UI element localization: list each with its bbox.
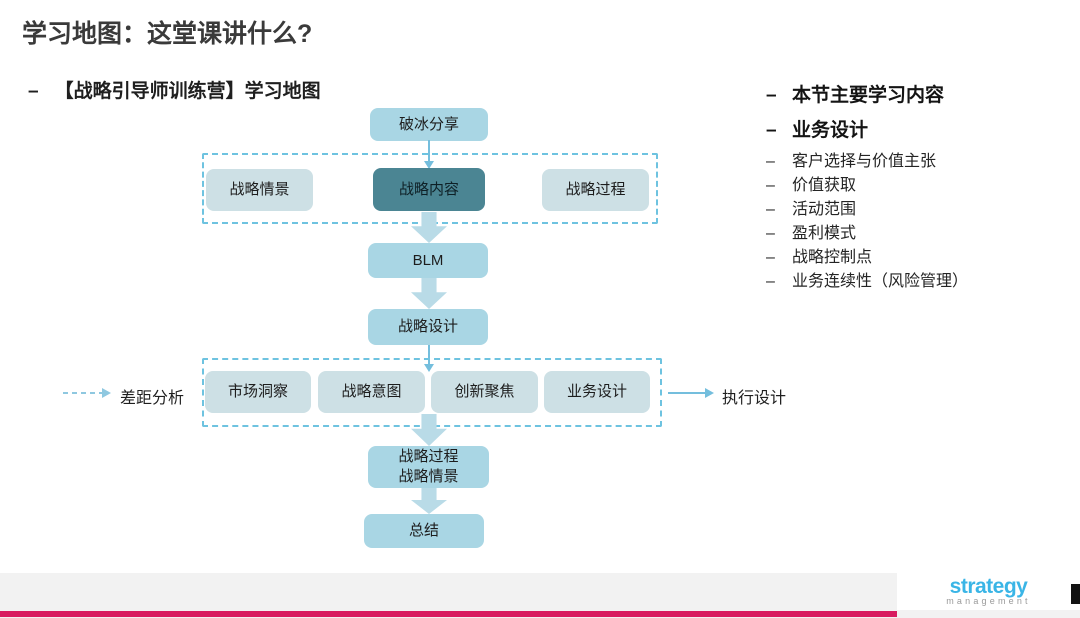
list-item-text: 活动范围 <box>792 201 857 218</box>
block-arrow-down-icon <box>411 488 447 514</box>
flow-node-process-scene: 战略过程 战略情景 <box>368 446 489 488</box>
flow-node-strategy-scene: 战略情景 <box>206 169 313 211</box>
list-item: – 客户选择与价值主张 <box>766 153 1066 170</box>
flow-node-strategy-intent: 战略意图 <box>318 371 425 413</box>
list-item-text: 业务设计 <box>792 120 869 141</box>
flow-node-market-insight: 市场洞察 <box>205 371 311 413</box>
logo-text-secondary: management <box>946 596 1031 606</box>
bullet-dash: – <box>766 177 775 194</box>
arrow-right-icon <box>668 388 714 398</box>
list-item: – 盈利模式 <box>766 225 1066 242</box>
bullet-dash: – <box>766 225 775 242</box>
flow-node-business-design: 业务设计 <box>544 371 650 413</box>
intro-dash: – <box>28 81 39 102</box>
block-arrow-down-icon <box>411 278 447 309</box>
screen-edge-artifact <box>1071 584 1080 604</box>
list-item-text: 盈利模式 <box>792 225 857 242</box>
flow-node-blm: BLM <box>368 243 488 278</box>
list-item: – 业务设计 <box>766 115 1066 142</box>
arrow-down-icon <box>424 345 434 372</box>
bullet-dash: – <box>766 153 775 170</box>
dotted-arrow-right-icon <box>63 388 111 398</box>
process-line-1: 战略过程 <box>398 448 459 465</box>
list-item-text: 本节主要学习内容 <box>792 85 945 106</box>
flow-node-strategy-content: 战略内容 <box>373 168 485 211</box>
list-item-text: 业务连续性（风险管理） <box>792 273 969 290</box>
logo-text-primary: strategy <box>949 575 1028 598</box>
bullet-dash: – <box>766 120 777 141</box>
bullet-dash: – <box>766 85 777 106</box>
execution-design-label: 执行设计 <box>722 390 787 407</box>
list-item: – 价值获取 <box>766 177 1066 194</box>
flow-node-summary: 总结 <box>364 514 484 548</box>
list-item-text: 价值获取 <box>792 177 857 194</box>
bullet-dash: – <box>766 273 775 290</box>
flow-node-strategy-design: 战略设计 <box>368 309 488 345</box>
flow-node-icebreaker: 破冰分享 <box>370 108 488 141</box>
bullet-dash: – <box>766 201 775 218</box>
page-title: 学习地图：这堂课讲什么? <box>22 20 313 48</box>
gap-analysis-label: 差距分析 <box>120 390 185 407</box>
bullet-dash: – <box>766 249 775 266</box>
list-item: – 业务连续性（风险管理） <box>766 273 1066 290</box>
lesson-content-list: – 本节主要学习内容 – 业务设计 – 客户选择与价值主张 – 价值获取 – 活… <box>766 80 1066 297</box>
list-item: – 活动范围 <box>766 201 1066 218</box>
list-item-text: 战略控制点 <box>792 249 873 266</box>
intro-line: – 【战略引导师训练营】学习地图 <box>28 76 321 103</box>
flow-node-strategy-process: 战略过程 <box>542 169 649 211</box>
intro-label: 【战略引导师训练营】学习地图 <box>54 81 321 102</box>
flow-node-innovation-focus: 创新聚焦 <box>431 371 538 413</box>
list-item-text: 客户选择与价值主张 <box>792 153 937 170</box>
list-item: – 本节主要学习内容 <box>766 80 1066 107</box>
process-line-2: 战略情景 <box>398 468 459 485</box>
list-item: – 战略控制点 <box>766 249 1066 266</box>
brand-logo: strategy management <box>897 573 1080 610</box>
arrow-down-icon <box>424 140 434 169</box>
footer-accent-bar <box>0 611 897 617</box>
